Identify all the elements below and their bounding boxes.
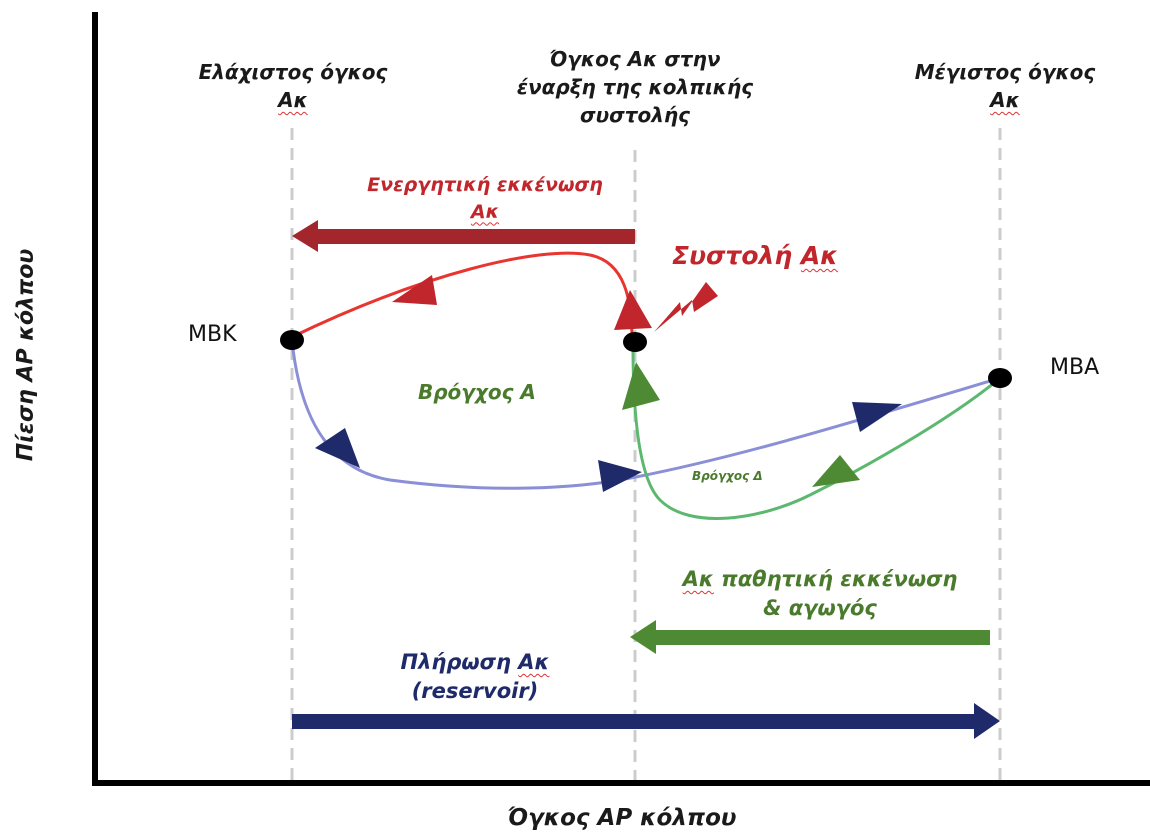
systole-point: [623, 332, 647, 352]
red-curve-arrowhead-right: [614, 290, 652, 330]
green-curve: [631, 344, 1001, 520]
x-axis-label: Όγκος ΑΡ κόλπου: [507, 805, 737, 831]
filling-arrow: [292, 703, 1000, 739]
systole-label: Συστολή Ακ: [672, 241, 839, 270]
active-emptying-label: Ενεργητική εκκένωση Ακ: [367, 174, 603, 223]
red-curve: [291, 251, 634, 341]
red-curve-arrowhead-left: [392, 275, 437, 305]
filling-curve-arrowhead-3: [852, 402, 902, 432]
active-emptying-arrow: [292, 220, 635, 252]
onset-volume-label: Όγκος Ακ στην έναρξη της κολπικής συστολ…: [516, 47, 754, 127]
filling-curve: [290, 339, 1001, 490]
passive-emptying-label: Ακ παθητική εκκένωση & αγωγός: [682, 567, 958, 621]
mbk-point: [280, 330, 304, 350]
green-curve-arrowhead-1: [812, 455, 860, 487]
filling-curve-arrowhead-1: [315, 428, 360, 468]
mbk-label: MBK: [188, 322, 237, 347]
passive-emptying-arrow: [630, 620, 990, 654]
y-axis-label: Πίεση ΑΡ κόλπου: [13, 248, 39, 462]
lightning-bolt-icon: [654, 282, 718, 332]
loop-d-label: Βρόγχος Δ: [692, 469, 763, 483]
filling-label: Πλήρωση Ακ (reservoir): [400, 650, 550, 704]
max-volume-label: Μέγιστος όγκος Ακ: [914, 60, 1096, 112]
mba-point: [988, 368, 1012, 388]
loop-a-label: Βρόγχος Α: [418, 380, 536, 404]
filling-curve-arrowhead-2: [598, 460, 642, 492]
min-volume-label: Ελάχιστος όγκος Ακ: [198, 60, 388, 112]
mba-label: MBA: [1050, 355, 1100, 380]
green-curve-arrowhead-2: [622, 362, 660, 410]
